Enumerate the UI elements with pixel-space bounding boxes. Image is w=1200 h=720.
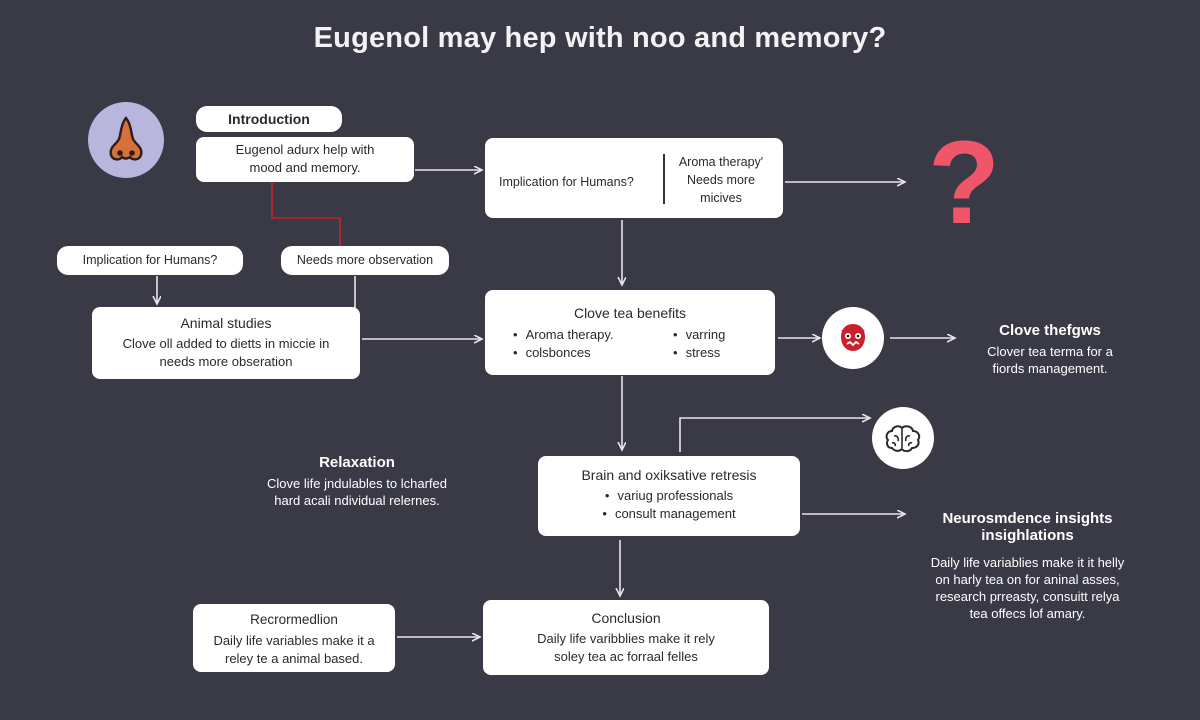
relaxation-text: Relaxation Clove life jndulables to lcha…	[238, 454, 476, 509]
nose-icon	[109, 116, 143, 161]
brain-box-list: variug professionals consult management	[538, 487, 800, 523]
neuro-line-2: on harly tea on for aninal asses,	[935, 572, 1120, 587]
animal-studies-title: Animal studies	[180, 315, 272, 331]
brain-icon	[885, 425, 921, 453]
clove-tea-right-list: varring stress	[673, 326, 726, 362]
implication-right-line-3: micives	[700, 191, 742, 205]
intro-line-1: Eugenol adurx help with	[235, 142, 375, 157]
neuro-insights-text: Neurosmdence insights insighlations Dail…	[905, 510, 1150, 622]
animal-line-1: Clove oll added to dietts in miccie in	[122, 336, 330, 351]
neuro-line-4: tea offecs lof amary.	[969, 606, 1086, 621]
animal-studies-box: Animal studies Clove oll added to dietts…	[92, 307, 360, 379]
implication-divider	[663, 154, 665, 204]
clove-side-line-2: fiords management.	[992, 361, 1108, 376]
relaxation-title: Relaxation	[319, 454, 395, 471]
conclusion-box: Conclusion Daily life varibblies make it…	[483, 600, 769, 675]
neuro-title: Neurosmdence insights insighlations	[905, 510, 1150, 544]
needs-more-pill: Needs more observation	[281, 246, 449, 275]
conclusion-title: Conclusion	[591, 610, 661, 626]
implication-right-line-1: Aroma therapy'	[678, 155, 764, 169]
conclusion-line-1: Daily life varibblies make it rely	[537, 631, 715, 646]
arrow-brain-feedback	[679, 418, 870, 452]
brain-box-title: Brain and oxiksative retresis	[581, 467, 757, 483]
brain-box-item: consult management	[538, 505, 800, 523]
neuro-line-1: Daily life variablies make it it helly	[930, 555, 1125, 570]
recommendation-box: Recrormedlion Daily life variables make …	[193, 604, 395, 672]
red-face-icon	[841, 324, 865, 351]
brain-box-item: variug professionals	[538, 487, 800, 505]
intro-line-2: mood and memory.	[249, 160, 361, 175]
page-title: Eugenol may hep with noo and memory?	[313, 22, 887, 54]
neuro-line-3: research prreasty, consuitt relya	[935, 589, 1120, 604]
connector-intro-red	[271, 182, 341, 248]
implication-right: Aroma therapy' Needs more micives	[671, 153, 771, 207]
introduction-label: Introduction	[196, 106, 342, 132]
neuro-title-line-1: Neurosmdence insights	[942, 510, 1113, 527]
face-circle	[822, 307, 884, 369]
clove-tea-box: Clove tea benefits Aroma therapy. colsbo…	[485, 290, 775, 375]
conclusion-line-2: soley tea ac forraal felles	[554, 649, 698, 664]
implication-right-line-2: Needs more	[686, 173, 756, 187]
introduction-box: Eugenol adurx help with mood and memory.	[196, 137, 414, 182]
clove-tea-item: Aroma therapy.	[513, 326, 614, 344]
implication-text: Implication for Humans?	[499, 175, 634, 189]
clove-tea-left-list: Aroma therapy. colsbonces	[513, 326, 614, 362]
animal-line-2: needs more obseration	[159, 354, 293, 369]
relaxation-line-1: Clove life jndulables to lcharfed	[267, 476, 447, 491]
recommendation-line-2: reley te a animal based.	[224, 651, 364, 666]
brain-oxidative-box: Brain and oxiksative retresis variug pro…	[538, 456, 800, 536]
clove-tea-item: varring	[673, 326, 726, 344]
recommendation-title: Recrormedlion	[250, 612, 338, 627]
relaxation-line-2: hard acali ndividual relernes.	[274, 493, 440, 508]
clove-side-text: Clove thefgws Clover tea terma for a fio…	[955, 322, 1145, 377]
brain-circle	[872, 407, 934, 469]
clove-tea-item: stress	[673, 344, 725, 362]
implication-box: Implication for Humans? Aroma therapy' N…	[485, 138, 783, 218]
clove-side-line-1: Clover tea terma for a	[987, 344, 1113, 359]
clove-tea-item: colsbonces	[513, 344, 613, 362]
nose-avatar	[88, 102, 164, 178]
recommendation-line-1: Daily life variables make it a	[213, 633, 375, 648]
question-mark-icon: ?	[927, 117, 1001, 249]
neuro-title-line-2: insighlations	[981, 527, 1074, 544]
clove-side-title: Clove thefgws	[999, 322, 1101, 339]
implication-pill: Implication for Humans?	[57, 246, 243, 275]
clove-tea-title: Clove tea benefits	[573, 305, 687, 321]
